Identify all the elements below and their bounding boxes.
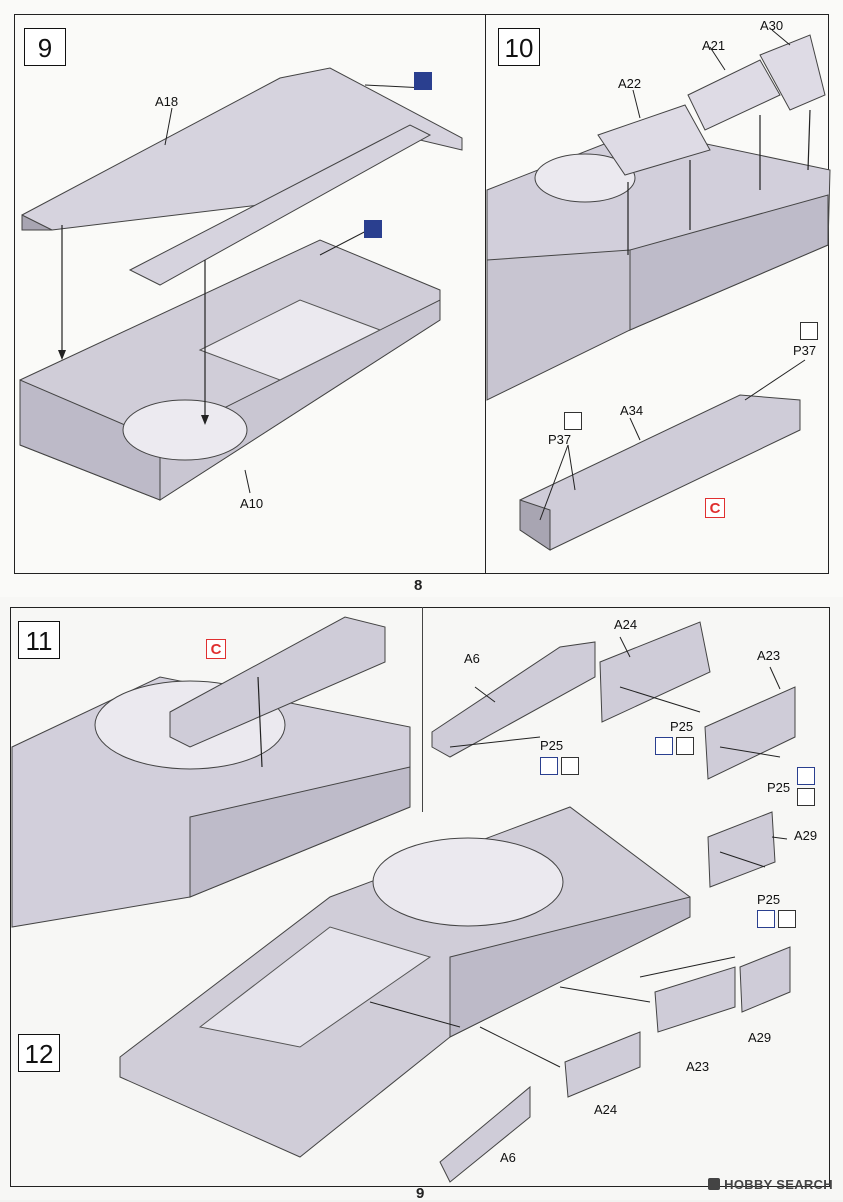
fold-icon	[561, 757, 579, 775]
glue-icon	[757, 910, 775, 928]
part-label-a29-bottom: A29	[748, 1030, 772, 1045]
fold-icon	[800, 322, 818, 340]
step-10-number: 10	[498, 28, 540, 66]
part-label-p25-a: P25	[540, 738, 564, 753]
subassembly-tag-c: C	[206, 639, 226, 659]
glue-icon	[540, 757, 558, 775]
manual-page-8: 9 10	[0, 0, 843, 597]
step-10-frame	[485, 14, 829, 574]
part-label-a30: A30	[760, 18, 784, 33]
manual-page-9: 11 12 C	[0, 597, 843, 1202]
glue-icon	[655, 737, 673, 755]
part-label-p25-b: P25	[670, 719, 694, 734]
part-label-a23-bottom: A23	[686, 1059, 710, 1074]
hobby-search-logo-icon	[708, 1178, 721, 1190]
part-label-a6-top: A6	[464, 651, 480, 666]
part-label-a6-bottom: A6	[500, 1150, 516, 1165]
part-label-a18: A18	[155, 94, 179, 109]
fold-icon	[564, 412, 582, 430]
part-label-p37-left: P37	[548, 432, 572, 447]
glue-icon	[414, 72, 432, 90]
part-label-a34: A34	[620, 403, 644, 418]
part-label-p25-c: P25	[767, 780, 791, 795]
step-9-drawing	[19, 29, 831, 551]
part-label-a29-top: A29	[794, 828, 818, 843]
steps-11-12-frame	[10, 607, 830, 1187]
fold-icon	[778, 910, 796, 928]
part-label-a24-top: A24	[614, 617, 638, 632]
part-label-a10: A10	[240, 496, 264, 511]
part-label-a22: A22	[618, 76, 642, 91]
fold-icon	[797, 788, 815, 806]
part-label-a24-bottom: A24	[594, 1102, 618, 1117]
page-number-8: 8	[414, 577, 423, 594]
part-label-p25-d: P25	[757, 892, 781, 907]
part-label-a21: A21	[702, 38, 726, 53]
steps-11-12-drawing	[11, 616, 796, 1183]
page-number-9: 9	[416, 1185, 425, 1202]
step-9-number: 9	[24, 28, 66, 66]
glue-icon	[797, 767, 815, 785]
glue-icon	[364, 220, 382, 238]
step-divider	[422, 607, 423, 812]
part-label-p37-right: P37	[793, 343, 817, 358]
watermark: HOBBY SEARCH	[708, 1177, 833, 1192]
fold-icon	[676, 737, 694, 755]
subassembly-tag-c: C	[705, 498, 725, 518]
step-12-number: 12	[18, 1034, 60, 1072]
part-label-a23-top: A23	[757, 648, 781, 663]
step-11-number: 11	[18, 621, 60, 659]
